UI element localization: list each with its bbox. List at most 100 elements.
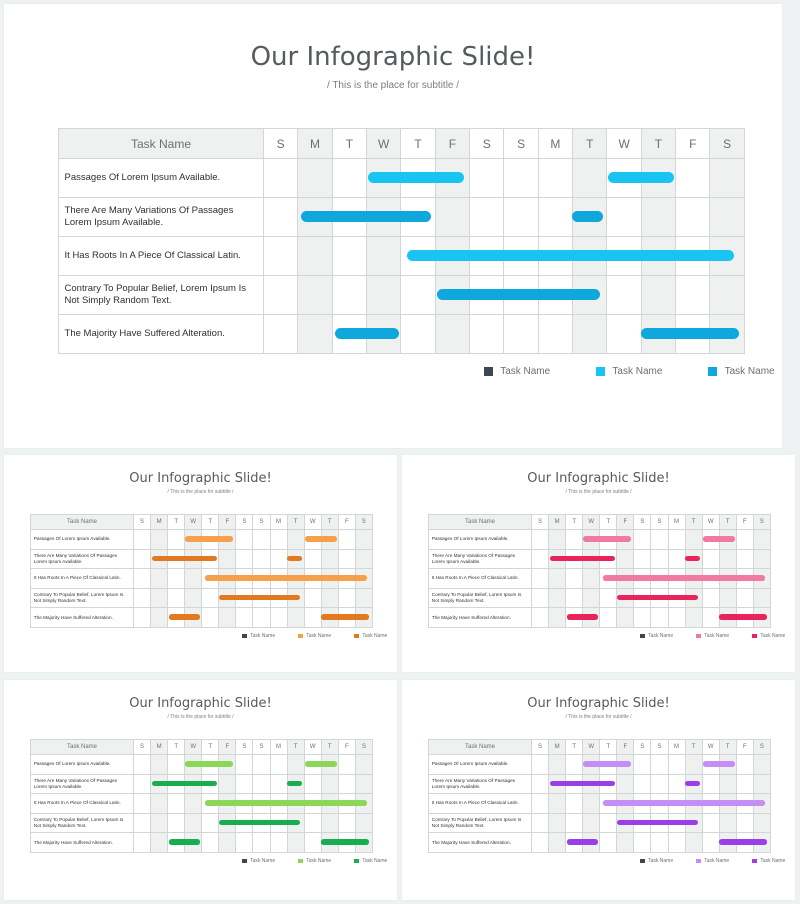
slide-title: Our Infographic Slide! xyxy=(250,42,536,72)
task-bar[interactable] xyxy=(684,555,700,562)
task-name: It Has Roots In A Piece Of Classical Lat… xyxy=(428,793,532,814)
task-bar[interactable] xyxy=(718,614,768,620)
day-cell xyxy=(320,773,339,795)
task-name: It Has Roots In A Piece Of Classical Lat… xyxy=(58,236,264,276)
task-bar[interactable] xyxy=(286,555,302,562)
legend-item: Task Name xyxy=(484,366,550,377)
task-bar[interactable] xyxy=(602,800,765,806)
day-cell xyxy=(167,568,186,589)
legend-swatch xyxy=(596,367,606,376)
day-cell xyxy=(582,568,601,589)
task-bar[interactable] xyxy=(151,780,217,787)
legend-item: Task Name xyxy=(696,858,729,864)
task-bar[interactable] xyxy=(602,575,765,581)
task-bar[interactable] xyxy=(300,211,432,222)
task-bar[interactable] xyxy=(304,761,337,767)
day-cell xyxy=(252,548,271,570)
day-header: W xyxy=(701,739,720,755)
task-bar[interactable] xyxy=(566,839,599,845)
task-bar[interactable] xyxy=(367,172,464,183)
slide-title: Our Infographic Slide! xyxy=(129,471,272,486)
task-bar[interactable] xyxy=(583,761,631,767)
task-bar[interactable] xyxy=(151,555,217,562)
task-bar[interactable] xyxy=(219,594,301,601)
day-cell xyxy=(548,529,567,550)
task-bar[interactable] xyxy=(304,536,337,542)
day-cell xyxy=(331,158,368,198)
task-bar[interactable] xyxy=(566,614,599,620)
day-cell xyxy=(400,275,436,315)
task-bar[interactable] xyxy=(286,780,302,787)
task-bar[interactable] xyxy=(572,211,604,222)
task-bar[interactable] xyxy=(185,761,233,767)
day-cell xyxy=(354,587,373,609)
day-cell xyxy=(184,812,203,834)
task-bar[interactable] xyxy=(640,328,739,339)
task-name: There Are Many Variations Of Passages Lo… xyxy=(58,197,264,237)
day-cell xyxy=(572,314,608,354)
day-cell xyxy=(235,529,254,550)
table-row: Passages Of Lorem Ipsum Available. xyxy=(58,158,745,198)
task-bar[interactable] xyxy=(185,536,233,542)
day-cell xyxy=(565,587,584,609)
task-bar[interactable] xyxy=(204,800,367,806)
task-bar[interactable] xyxy=(617,819,699,826)
day-cell xyxy=(469,314,505,354)
task-bar[interactable] xyxy=(702,761,735,767)
task-bar[interactable] xyxy=(335,328,399,339)
task-bar[interactable] xyxy=(407,250,734,261)
task-bar[interactable] xyxy=(718,839,768,845)
day-cell xyxy=(132,607,152,628)
slide-blue: Our Infographic Slide!/ This is the plac… xyxy=(4,4,782,448)
task-bar[interactable] xyxy=(702,536,735,542)
task-name: Passages Of Lorem Ipsum Available. xyxy=(58,158,264,198)
task-bar[interactable] xyxy=(320,839,370,845)
legend-swatch xyxy=(752,858,757,864)
task-name: The Majority Have Suffered Alteration. xyxy=(428,607,532,628)
day-cell xyxy=(633,607,652,628)
task-bar[interactable] xyxy=(168,614,201,620)
task-bar[interactable] xyxy=(583,536,631,542)
day-cell xyxy=(303,773,322,795)
day-cell xyxy=(684,754,703,775)
day-header: S xyxy=(262,128,299,159)
task-bar[interactable] xyxy=(549,555,615,562)
day-header: M xyxy=(537,128,574,159)
day-cell xyxy=(599,812,618,834)
task-bar[interactable] xyxy=(617,594,699,601)
day-cell xyxy=(530,607,550,628)
day-header: M xyxy=(150,514,169,530)
day-cell xyxy=(701,832,720,853)
day-cell xyxy=(354,754,373,775)
task-bar[interactable] xyxy=(168,839,201,845)
task-bar[interactable] xyxy=(320,614,370,620)
task-bar[interactable] xyxy=(549,780,615,787)
legend-item: Task Name xyxy=(242,858,275,864)
task-bar[interactable] xyxy=(684,780,700,787)
legend-swatch xyxy=(298,633,303,639)
day-header: T xyxy=(684,739,703,755)
day-cell xyxy=(548,793,567,814)
task-bar[interactable] xyxy=(608,172,674,183)
task-bar[interactable] xyxy=(436,289,600,300)
day-cell xyxy=(582,812,601,834)
day-cell xyxy=(548,587,567,609)
day-header: T xyxy=(167,514,186,530)
day-cell xyxy=(599,587,618,609)
task-bar[interactable] xyxy=(204,575,367,581)
day-header: F xyxy=(218,514,237,530)
day-cell xyxy=(184,568,203,589)
day-cell xyxy=(132,773,152,795)
day-header: S xyxy=(752,739,771,755)
task-bar[interactable] xyxy=(219,819,301,826)
day-cell xyxy=(650,754,669,775)
day-header: T xyxy=(572,128,608,159)
day-cell xyxy=(530,529,550,550)
slide-title: Our Infographic Slide! xyxy=(129,696,272,711)
